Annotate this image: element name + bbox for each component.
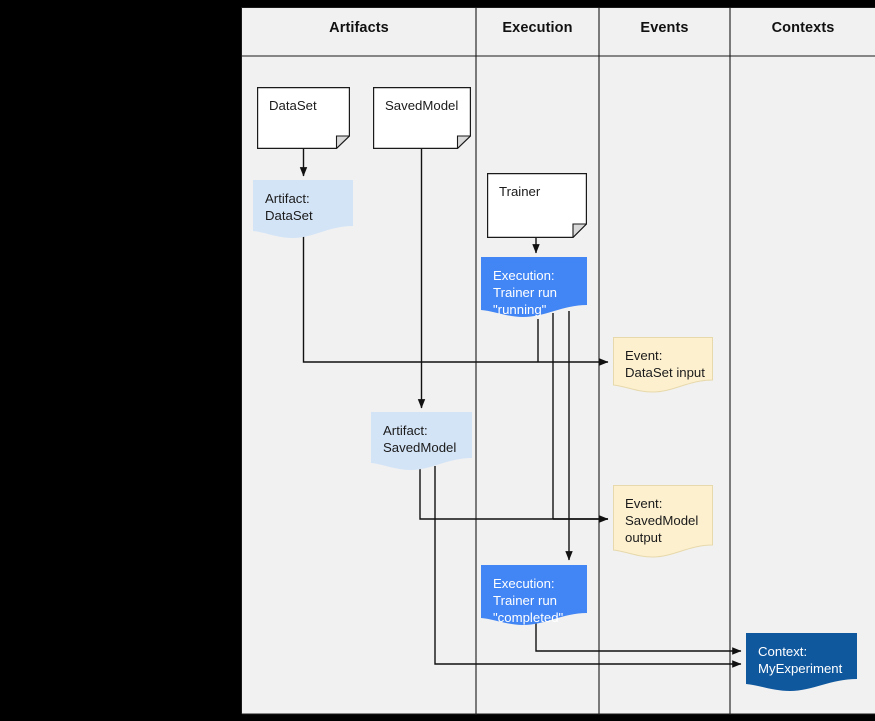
node-execution-completed[interactable]: Execution: Trainer run "completed" — [481, 565, 587, 627]
artifact-dataset-shape — [253, 180, 353, 238]
connector-layer — [299, 149, 742, 668]
context-myexperiment-shape — [746, 633, 857, 691]
node-execution-running[interactable]: Execution: Trainer run "running" — [481, 257, 587, 319]
connector-execution-completed-to-context — [535, 621, 742, 655]
lane-header-artifacts: Artifacts — [329, 20, 389, 36]
execution-completed-shape — [481, 565, 587, 625]
lane-header-events: Events — [640, 20, 689, 36]
node-trainer-type[interactable]: Trainer — [487, 173, 588, 239]
event-savedmodel-output-label: Event: SavedModel output — [625, 496, 699, 545]
context-myexperiment-label: Context: MyExperiment — [758, 644, 843, 676]
connector-artifact-dataset-to-event — [302, 234, 609, 366]
node-artifact-dataset[interactable]: Artifact: DataSet — [253, 180, 353, 240]
lane-header-contexts: Contexts — [771, 20, 835, 36]
node-event-savedmodel-output[interactable]: Event: SavedModel output — [613, 485, 713, 559]
execution-running-shape — [481, 257, 587, 317]
savedmodel-type-shape — [373, 87, 472, 150]
node-artifact-savedmodel[interactable]: Artifact: SavedModel — [371, 412, 472, 472]
artifact-savedmodel-shape — [371, 412, 472, 470]
event-dataset-input-shape — [613, 337, 713, 393]
node-event-dataset-input[interactable]: Event: DataSet input — [613, 337, 713, 394]
connector-artifact-savedmodel-to-context — [434, 466, 742, 668]
event-dataset-input-label: Event: DataSet input — [625, 348, 705, 380]
execution-completed-label: Execution: Trainer run "completed" — [493, 576, 564, 625]
artifact-dataset-label: Artifact: DataSet — [265, 191, 313, 223]
node-context-myexperiment[interactable]: Context: MyExperiment — [746, 633, 857, 693]
node-dataset-type[interactable]: DataSet — [257, 87, 351, 150]
event-savedmodel-output-shape — [613, 485, 713, 558]
dataset-type-label: DataSet — [269, 98, 317, 113]
dataset-type-shape — [257, 87, 351, 150]
savedmodel-type-label: SavedModel — [385, 98, 459, 113]
metadata-flow-diagram: Artifacts Execution Events Contexts Data… — [241, 7, 875, 715]
artifact-savedmodel-label: Artifact: SavedModel — [383, 423, 457, 455]
trainer-type-label: Trainer — [499, 184, 541, 199]
node-savedmodel-type[interactable]: SavedModel — [373, 87, 472, 150]
lane-header-execution: Execution — [502, 20, 573, 36]
trainer-type-shape — [487, 173, 588, 239]
execution-running-label: Execution: Trainer run "running" — [493, 268, 558, 317]
connector-artifact-savedmodel-to-event-savedmodel-output — [419, 466, 609, 523]
